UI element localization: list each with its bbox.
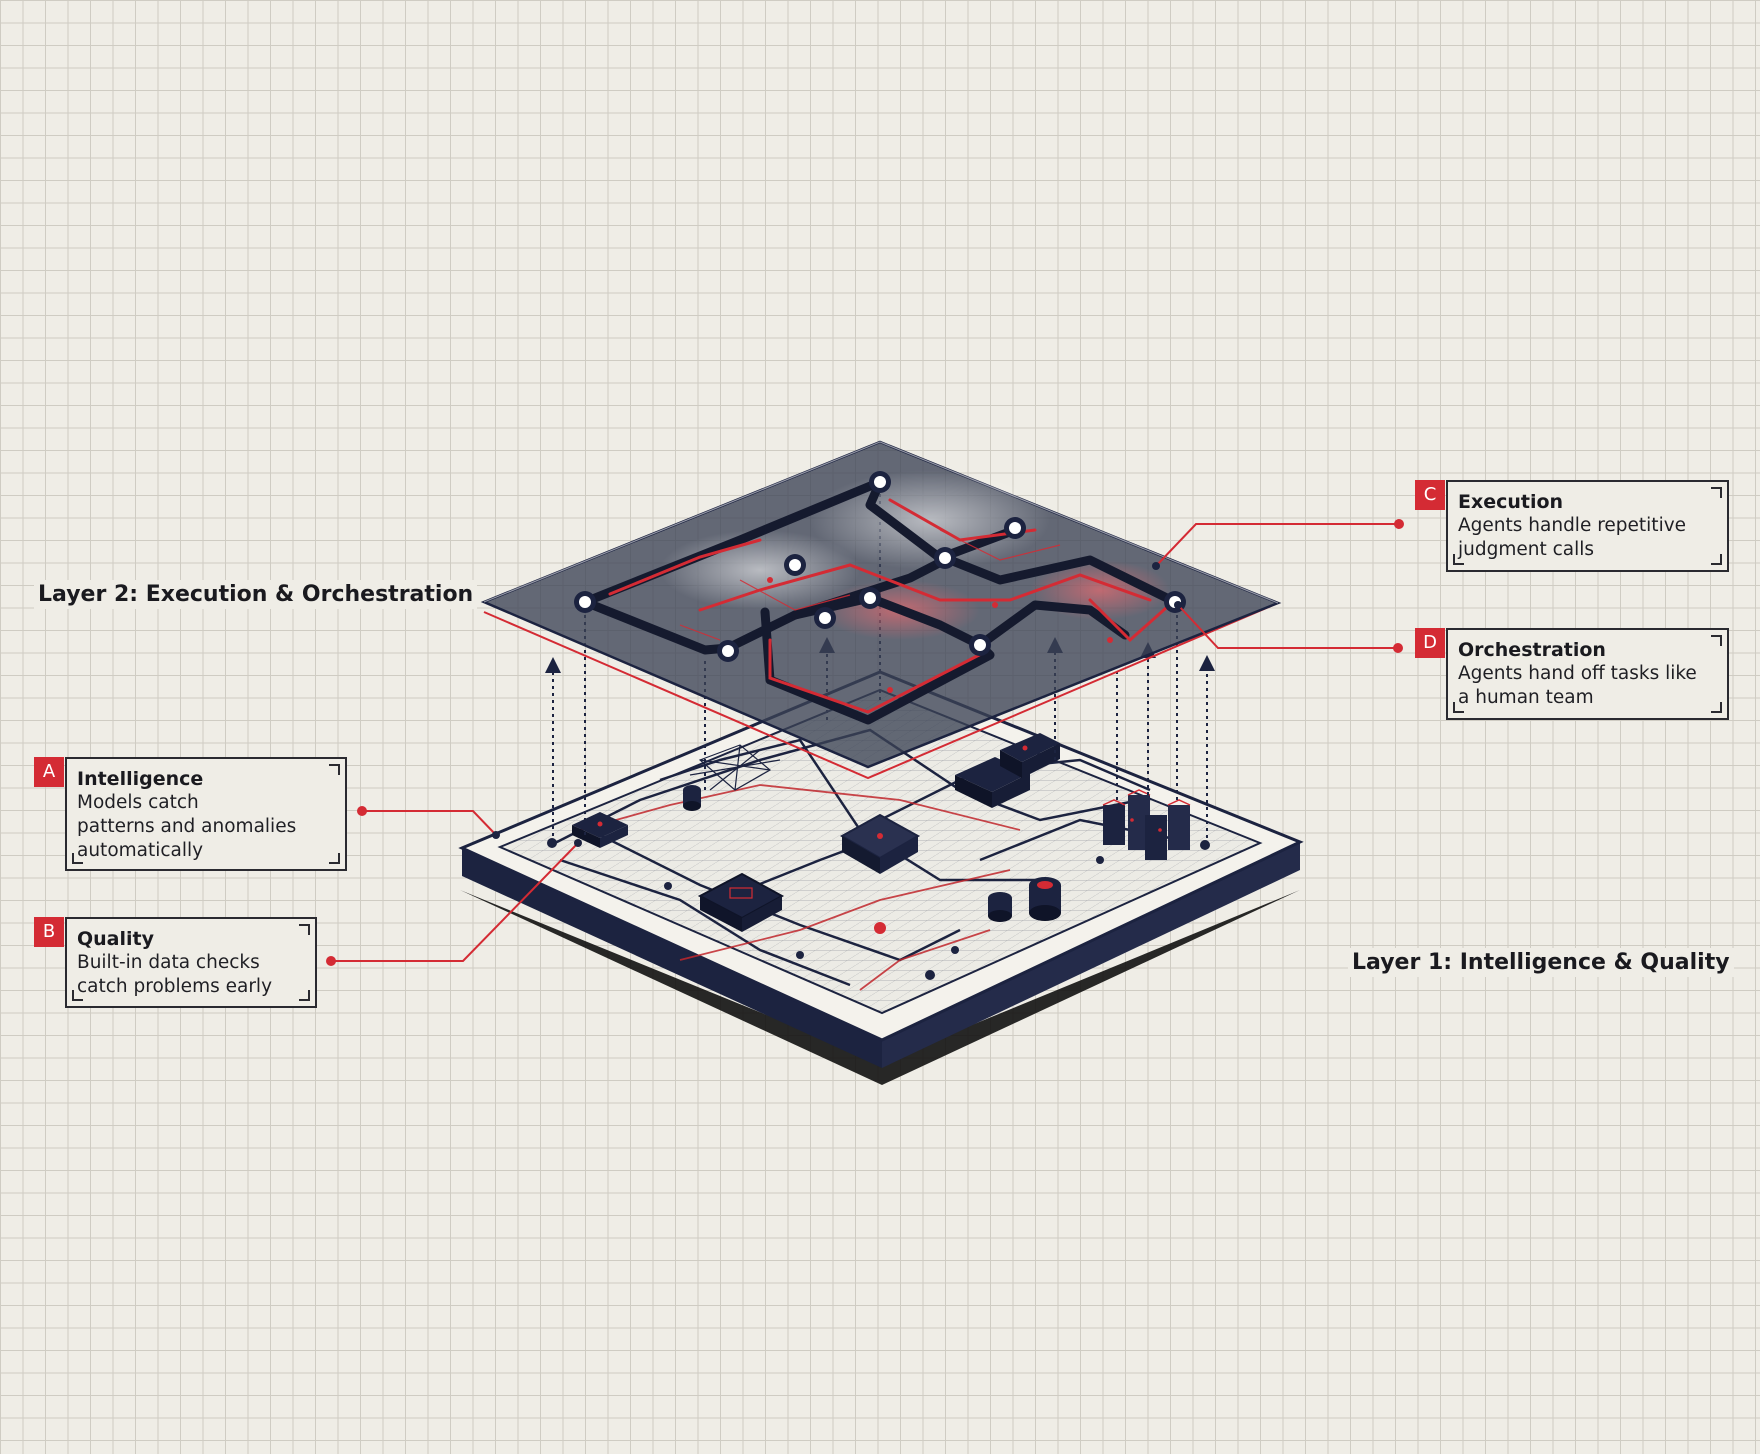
callout-title: Execution	[1458, 491, 1564, 513]
corner-mark	[1453, 702, 1464, 713]
callout-description-line: Agents hand off tasks like	[1458, 663, 1697, 684]
server-icon	[955, 733, 1060, 808]
callout-execution: C Execution Agents handle repetitive jud…	[1415, 480, 1729, 572]
layer-2-title: Layer 2: Execution & Orchestration	[34, 580, 478, 609]
database-icon	[683, 785, 1061, 922]
leader-line-b	[331, 842, 579, 962]
circuit-paths	[580, 477, 1180, 725]
corner-mark	[329, 853, 340, 864]
callout-title: Quality	[77, 928, 154, 950]
corner-mark	[1711, 702, 1722, 713]
base-left-side	[462, 848, 882, 1068]
callout-description-line: patterns and anomalies	[77, 816, 297, 837]
top-layer	[480, 440, 1282, 769]
layer-1-title: Layer 1: Intelligence & Quality	[1348, 948, 1734, 977]
corner-mark	[299, 924, 310, 935]
corner-mark	[1711, 635, 1722, 646]
callout-title: Intelligence	[77, 768, 204, 790]
corner-mark	[329, 764, 340, 775]
badge-d: D	[1415, 628, 1445, 658]
callout-intelligence: A Intelligence Models catch patterns and…	[34, 757, 347, 871]
red-circuit-paths	[608, 498, 1177, 714]
callout-description-line: automatically	[77, 840, 204, 861]
leader-line-d	[1177, 604, 1398, 649]
leader-dots	[326, 519, 1404, 966]
leader-line-c	[1155, 523, 1399, 567]
corner-mark	[72, 853, 83, 864]
top-layer-red-outline	[483, 602, 1279, 780]
leader-lines	[331, 523, 1399, 962]
corner-mark	[72, 990, 83, 1001]
base-right-side	[882, 842, 1300, 1068]
network-icon	[689, 744, 781, 791]
callout-title: Orchestration	[1458, 639, 1606, 661]
callout-quality: B Quality Built-in data checks catch pro…	[34, 917, 317, 1008]
badge-b: B	[34, 917, 64, 947]
base-layer	[458, 670, 1304, 1085]
corner-mark	[299, 990, 310, 1001]
processor-icon	[697, 872, 785, 932]
base-red-cables	[579, 784, 1021, 991]
callout-description-line: Models catch	[77, 792, 199, 813]
callout-description-line: judgment calls	[1458, 539, 1595, 560]
badge-c: C	[1415, 480, 1445, 510]
leader-line-a	[362, 810, 497, 836]
processor-icon	[839, 813, 921, 874]
server-icon	[1102, 789, 1191, 860]
callout-description-line: a human team	[1458, 687, 1594, 708]
callout-description-line: Agents handle repetitive	[1458, 515, 1687, 536]
callout-orchestration: D Orchestration Agents hand off tasks li…	[1415, 628, 1729, 720]
callout-description-line: catch problems early	[77, 976, 273, 997]
corner-mark	[1453, 554, 1464, 565]
callout-description-line: Built-in data checks	[77, 952, 260, 973]
node-icon	[574, 471, 1186, 662]
corner-mark	[1711, 554, 1722, 565]
badge-a: A	[34, 757, 64, 787]
corner-mark	[1711, 487, 1722, 498]
